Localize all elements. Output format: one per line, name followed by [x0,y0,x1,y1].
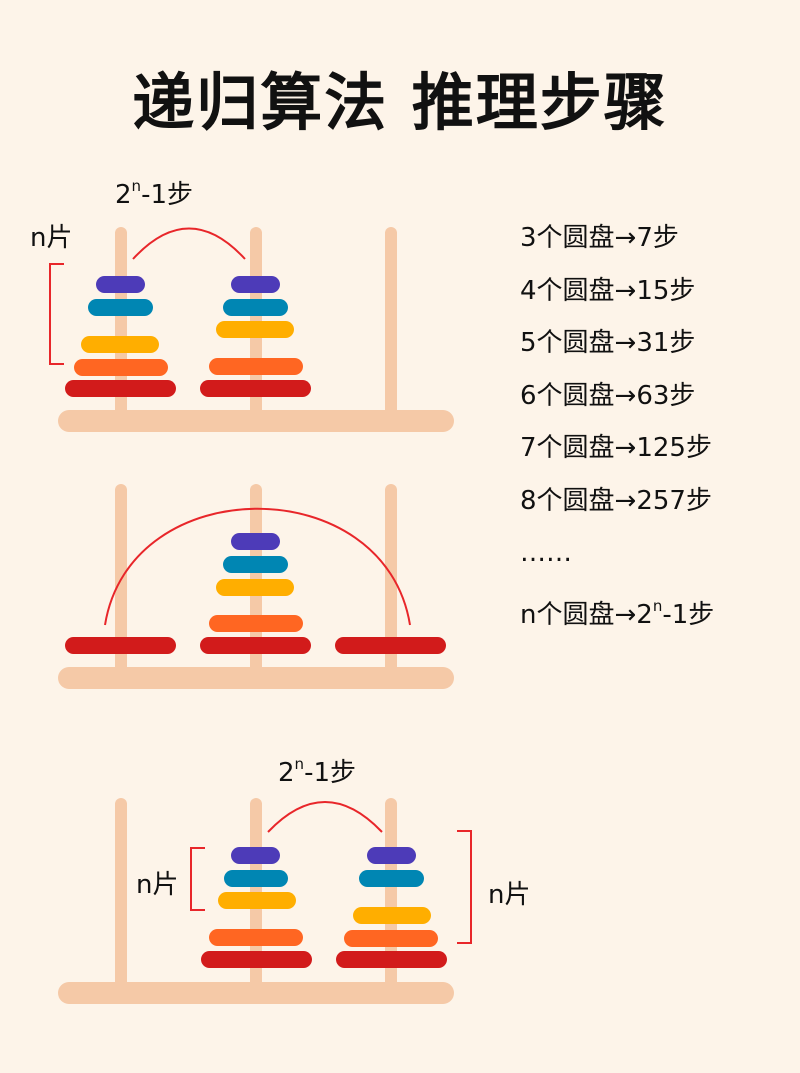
general-prefix: n个圆盘→2 [520,599,653,630]
bracket-left [190,847,205,911]
disk-teal [223,556,288,573]
disk-red [200,380,311,397]
rod [115,798,127,988]
steps-tail: -1步 [141,180,193,210]
list-item: …… [520,538,572,568]
disk-teal [223,299,288,316]
base [58,410,454,432]
move-arc [104,507,411,626]
list-item: 8个圆盘→257步 [520,485,712,516]
steps-label-3: 2n-1步 [278,752,356,789]
disk-red [65,637,176,654]
disk-orange [344,930,438,947]
disk-teal [224,870,288,887]
disk-yellow [216,579,294,596]
disk-red [336,951,447,968]
rod [385,484,397,674]
disk-orange [209,615,303,632]
disk-purple [231,533,280,550]
list-item: 5个圆盘→31步 [520,328,696,358]
n-label-1: n片 [30,223,73,253]
steps-label-1: 2n-1步 [115,174,193,211]
base [58,667,454,689]
steps-list: 3个圆盘→7步 4个圆盘→15步 5个圆盘→31步 6个圆盘→63步 7个圆盘→… [520,212,714,641]
rod [385,227,397,417]
diagram-2 [58,484,454,689]
disk-purple [96,276,145,293]
general-tail: -1步 [662,599,715,630]
general-exponent: n [652,596,663,615]
bracket [49,263,64,365]
disk-yellow [216,321,294,338]
steps-exponent: n [294,755,305,773]
disk-teal [359,870,424,887]
disk-teal [88,299,153,316]
disk-yellow [353,907,431,924]
disk-red [200,637,311,654]
disk-orange [74,359,168,376]
move-arc [267,801,383,833]
disk-purple [367,847,416,864]
list-item: 4个圆盘→15步 [520,275,696,306]
list-item: 6个圆盘→63步 [520,380,696,411]
disk-purple [231,847,280,864]
disk-yellow [218,892,296,909]
steps-base: 2 [278,758,295,788]
list-item-general: n个圆盘→2n-1步 [520,580,714,642]
base [58,982,454,1004]
disk-orange [209,358,303,375]
disk-red [201,951,312,968]
page-title: 递归算法 推理步骤 [132,66,668,139]
diagram-3 [58,798,472,1004]
disk-orange [209,929,303,946]
n-label-left: n片 [136,870,179,900]
bracket-right [457,830,472,944]
list-item: 7个圆盘→125步 [520,433,712,463]
steps-base: 2 [115,180,132,210]
disk-yellow [81,336,159,353]
diagram-1 [49,227,454,432]
n-label-right: n片 [488,880,531,910]
disk-red [335,637,446,654]
steps-tail: -1步 [304,758,356,788]
steps-exponent: n [131,177,142,195]
disk-red [65,380,176,397]
disk-purple [231,276,280,293]
list-item: 3个圆盘→7步 [520,223,679,253]
move-arc [132,227,246,260]
